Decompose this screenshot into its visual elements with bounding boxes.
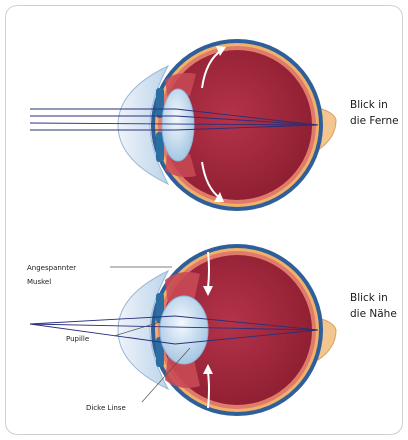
label-distance-title: Blick in	[350, 99, 388, 111]
eye-near: Blick in die Nähe	[30, 244, 397, 416]
label-distance-subtitle: die Ferne	[350, 115, 399, 127]
label-lens: Dicke Linse	[86, 404, 126, 412]
label-muscle-line2: Muskel	[27, 278, 51, 286]
lens-thin	[162, 89, 194, 161]
label-near-subtitle: die Nähe	[350, 308, 397, 320]
label-muscle-line1: Angespannter	[27, 264, 76, 272]
arrow-up-bottom	[208, 372, 209, 408]
lens-thick	[160, 296, 208, 364]
label-near-title: Blick in	[350, 292, 388, 304]
eye-distance: Blick in die Ferne	[30, 39, 399, 211]
arrow-down-top	[208, 252, 209, 288]
label-pupil: Pupille	[66, 335, 89, 343]
